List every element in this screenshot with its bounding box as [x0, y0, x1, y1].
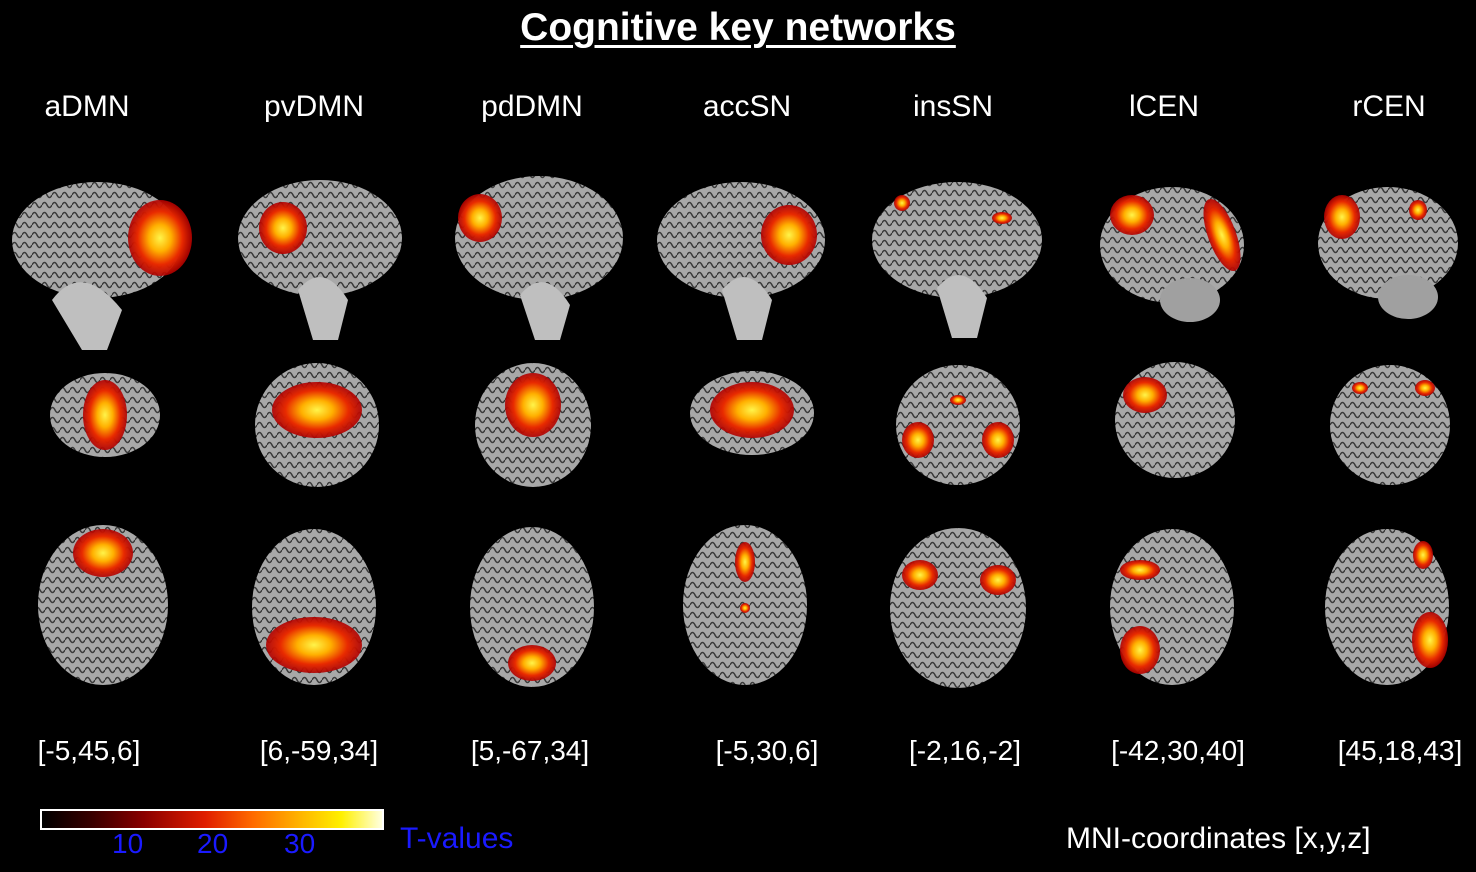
coords-rcen: [45,18,43]: [1337, 735, 1463, 766]
coords-pvdmn: [6,-59,34]: [259, 735, 379, 766]
t-value-colorbar: [40, 809, 384, 830]
network-label-lcen: lCEN: [1128, 90, 1199, 123]
network-label-inssn: insSN: [912, 90, 994, 123]
axial-slice-inssn: [890, 528, 1026, 688]
colorbar-tick-10: 10: [112, 828, 144, 859]
coords-accsn: [-5,30,6]: [715, 735, 819, 766]
coronal-slice-rcen: [1330, 365, 1450, 485]
coronal-slice-accsn: [690, 371, 814, 455]
axial-slice-pddmn: [470, 527, 594, 687]
colorbar-label: T-values: [400, 822, 514, 855]
coords-inssn: [-2,16,-2]: [908, 735, 1022, 766]
coronal-slice-pvdmn: [255, 363, 379, 487]
mni-coordinates-label: MNI-coordinates [x,y,z]: [1066, 822, 1371, 855]
axial-slice-lcen: [1110, 529, 1234, 685]
coronal-slice-adm: [50, 373, 160, 457]
axial-row: [38, 525, 1449, 688]
sagittal-slice-rcen: [1318, 187, 1458, 319]
brain-slices-grid: [12, 176, 1458, 688]
sagittal-slice-adm: [12, 182, 192, 350]
network-label-pddmn: pdDMN: [481, 90, 583, 123]
colorbar-tick-20: 20: [197, 828, 229, 859]
network-label-adm: aDMN: [44, 90, 130, 123]
sagittal-slice-lcen: [1100, 187, 1244, 322]
coronal-slice-pddmn: [475, 363, 591, 487]
axial-slice-pvdmn: [252, 529, 376, 685]
sagittal-slice-pddmn: [455, 176, 623, 340]
network-label-pvdmn: pvDMN: [263, 90, 364, 123]
sagittal-slice-inssn: [872, 182, 1042, 338]
sagittal-row: [12, 176, 1458, 350]
figure-title: Cognitive key networks: [520, 6, 956, 49]
coronal-row: [50, 362, 1450, 487]
axial-slice-accsn: [683, 525, 807, 685]
network-label-rcen: rCEN: [1352, 90, 1426, 123]
colorbar-tick-30: 30: [284, 828, 316, 859]
coords-adm: [-5,45,6]: [37, 735, 141, 766]
coronal-slice-inssn: [896, 365, 1020, 485]
sagittal-slice-accsn: [657, 182, 825, 340]
axial-slice-rcen: [1325, 529, 1449, 685]
sagittal-slice-pvdmn: [238, 180, 402, 340]
network-label-accsn: accSN: [702, 90, 792, 123]
axial-slice-adm: [38, 525, 168, 685]
coronal-slice-lcen: [1115, 362, 1235, 478]
coords-pddmn: [5,-67,34]: [470, 735, 590, 766]
coords-lcen: [-42,30,40]: [1111, 735, 1245, 766]
